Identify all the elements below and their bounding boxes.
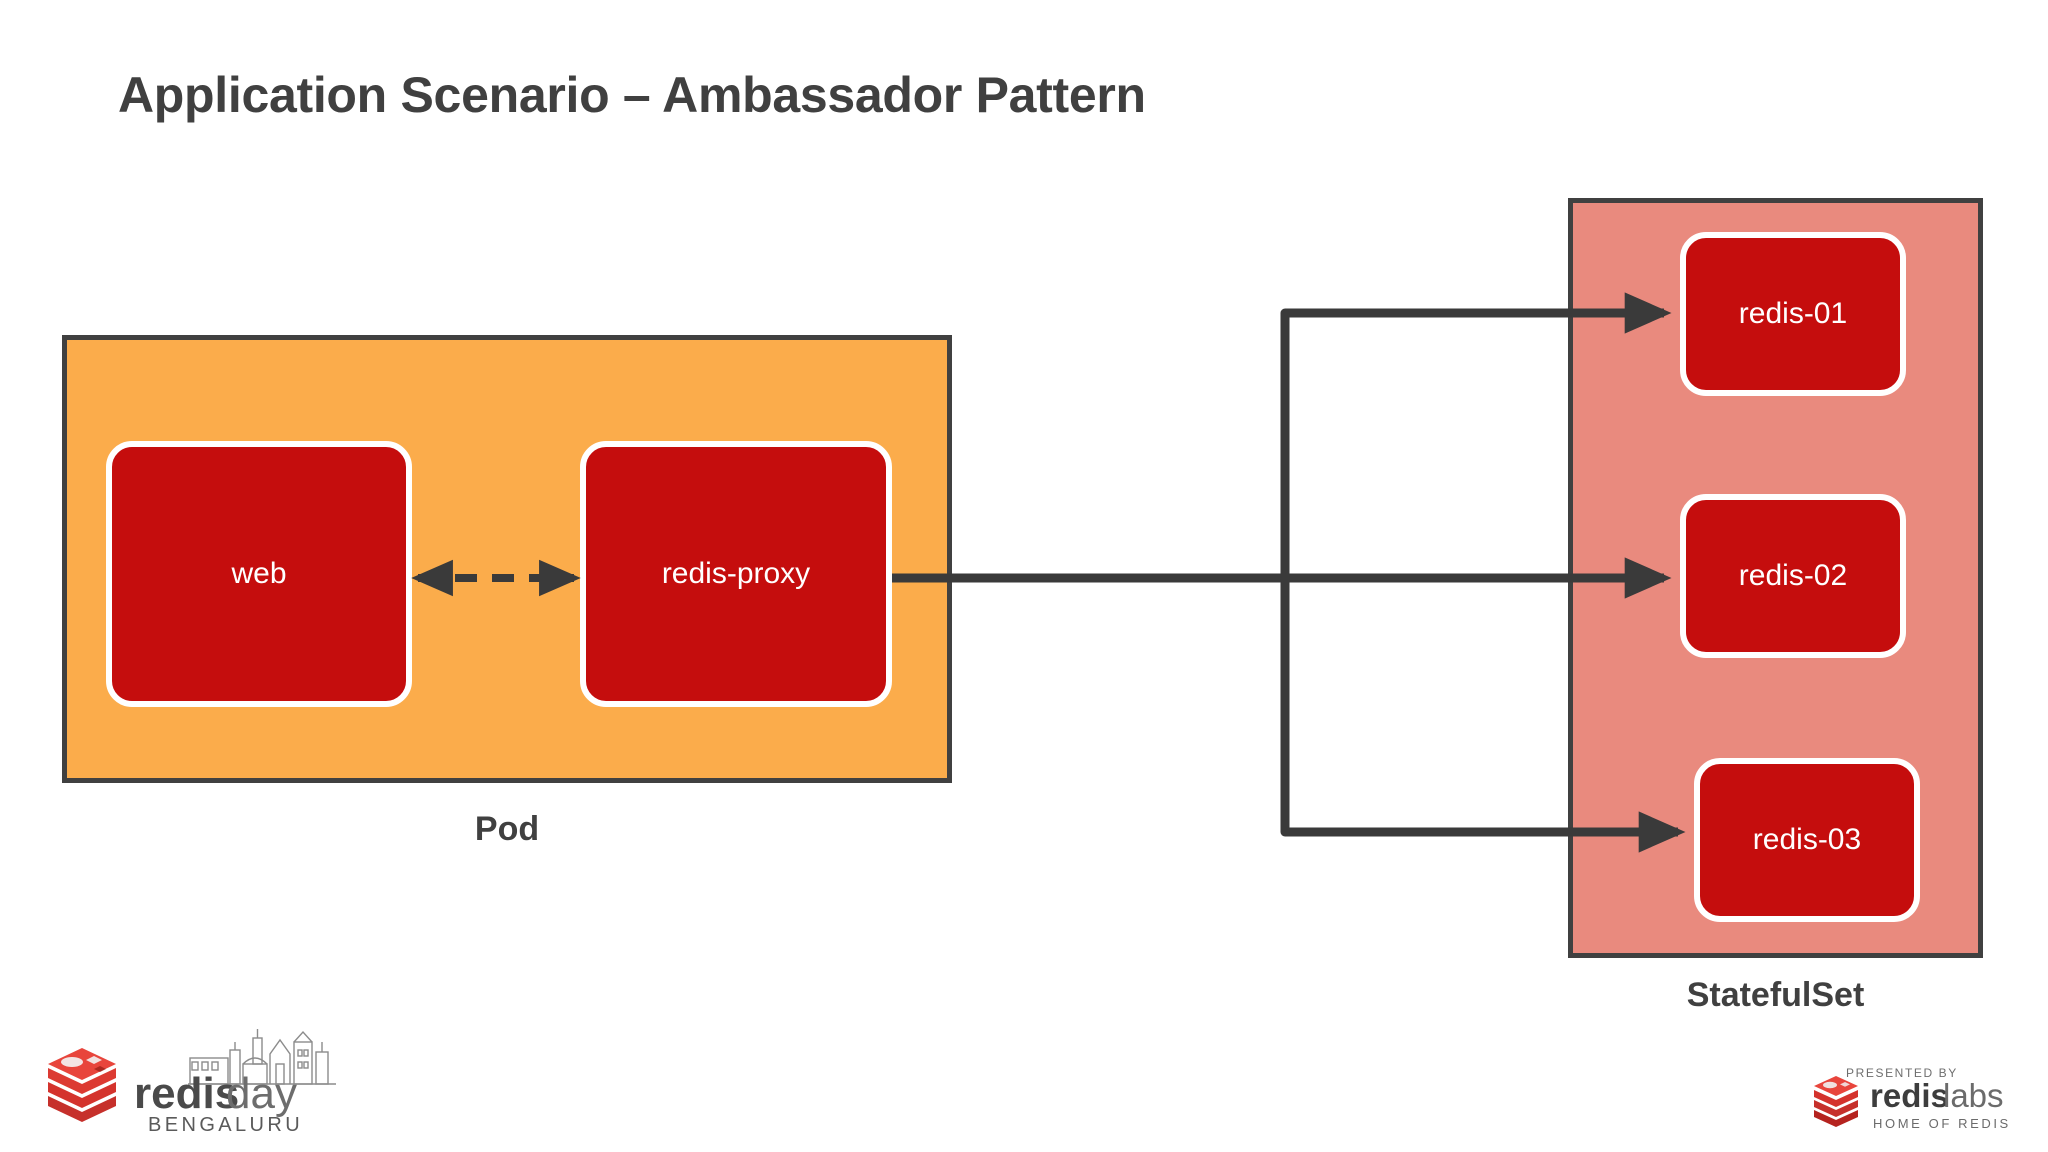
- redislabs-word-primary: redis: [1870, 1077, 1949, 1114]
- redislabs-word-secondary: labs: [1943, 1077, 2004, 1114]
- bengaluru-skyline-icon: [188, 1029, 336, 1085]
- presented-by-label: PRESENTED BY: [1846, 1066, 1958, 1080]
- redis-cube-icon: [48, 1048, 116, 1122]
- redislabs-logo: PRESENTED BY redis labs HOME OF REDIS: [1814, 1066, 2011, 1131]
- redisday-word-secondary: day: [226, 1069, 297, 1118]
- container-web[interactable]: web: [106, 441, 412, 707]
- container-redis-proxy-label: redis-proxy: [661, 557, 811, 590]
- redislabs-tagline: HOME OF REDIS: [1873, 1116, 2011, 1131]
- page-title: Application Scenario – Ambassador Patter…: [118, 67, 1146, 123]
- statefulset-label: StatefulSet: [1686, 976, 1865, 1014]
- redisday-logo: redis day BENGALURU: [48, 1029, 336, 1136]
- pod-redis-01-label: redis-01: [1738, 297, 1848, 330]
- pod-redis-03-label: redis-03: [1752, 823, 1862, 856]
- pod-redis-02[interactable]: redis-02: [1680, 494, 1906, 658]
- container-web-label: web: [231, 557, 287, 590]
- container-redis-proxy[interactable]: redis-proxy: [580, 441, 892, 707]
- redis-cube-icon: [1814, 1076, 1858, 1127]
- pod-label: Pod: [474, 810, 540, 848]
- pod-redis-02-label: redis-02: [1738, 559, 1848, 592]
- pod-redis-03[interactable]: redis-03: [1694, 758, 1920, 922]
- redisday-city: BENGALURU: [148, 1114, 303, 1136]
- pod-redis-01[interactable]: redis-01: [1680, 232, 1906, 396]
- redisday-word-primary: redis: [134, 1069, 239, 1118]
